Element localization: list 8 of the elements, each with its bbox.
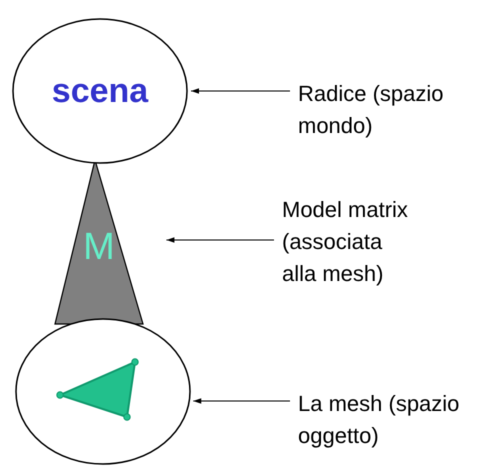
arrow [190,88,290,94]
node-label: Radice (spazio mondo) [298,78,478,142]
arrow [192,398,290,404]
node-label: La mesh (spazio oggetto) [298,388,488,452]
node-label: M [82,225,116,270]
arrow [166,237,274,243]
node-label: Model matrix (associata alla mesh) [282,194,422,290]
node-label: scena [50,70,150,112]
